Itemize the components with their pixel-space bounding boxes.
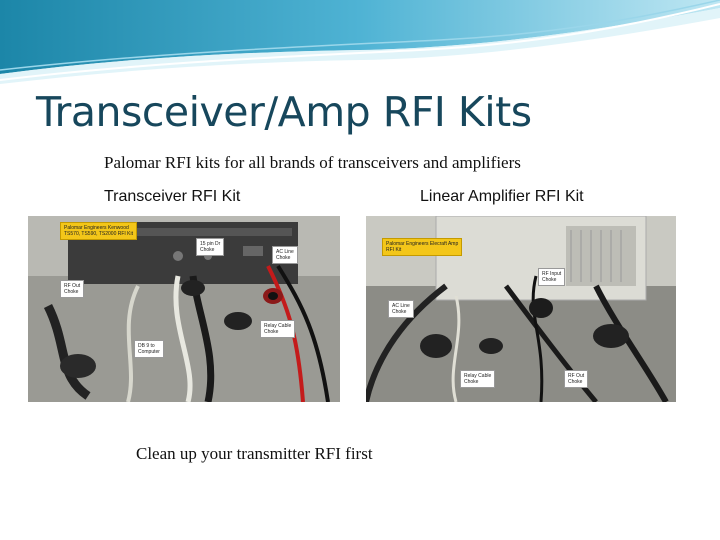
amplifier-kit-photo: Palomar Engineers Elecraft Amp RFI Kit R…: [366, 216, 676, 402]
caption-amplifier-kit: Linear Amplifier RFI Kit: [420, 188, 584, 205]
slide-footer-text: Clean up your transmitter RFI first: [136, 444, 373, 463]
transceiver-photo-illustration: [28, 216, 340, 402]
label-ac-line-choke: AC Line Choke: [272, 246, 298, 264]
slide-subtitle: Palomar RFI kits for all brands of trans…: [104, 153, 521, 172]
caption-transceiver-kit: Transceiver RFI Kit: [104, 188, 241, 205]
label-relay-cable-choke: Relay Cable Choke: [260, 320, 296, 338]
label-db9-computer: DB 9 to Computer: [134, 340, 164, 358]
slide-title: Transceiver/Amp RFI Kits: [36, 88, 532, 136]
label-relay-cable-choke-amp: Relay Cable Choke: [460, 370, 496, 388]
label-rf-out-choke-amp: RF Out Choke: [564, 370, 589, 388]
label-amplifier-kit: Palomar Engineers Elecraft Amp RFI Kit: [382, 238, 463, 256]
label-transceiver-kit: Palomar Engineers Kenwood TS570, TS590, …: [60, 222, 138, 240]
transceiver-kit-photo: Palomar Engineers Kenwood TS570, TS590, …: [28, 216, 340, 402]
header-wave-decoration: [0, 0, 720, 84]
label-rf-out-choke: RF Out Choke: [60, 280, 85, 298]
label-ac-line-choke-amp: AC Line Choke: [388, 300, 414, 318]
label-rf-input-choke: RF Input Choke: [538, 268, 566, 286]
label-15pin-choke: 15 pin Dr Choke: [196, 238, 225, 256]
